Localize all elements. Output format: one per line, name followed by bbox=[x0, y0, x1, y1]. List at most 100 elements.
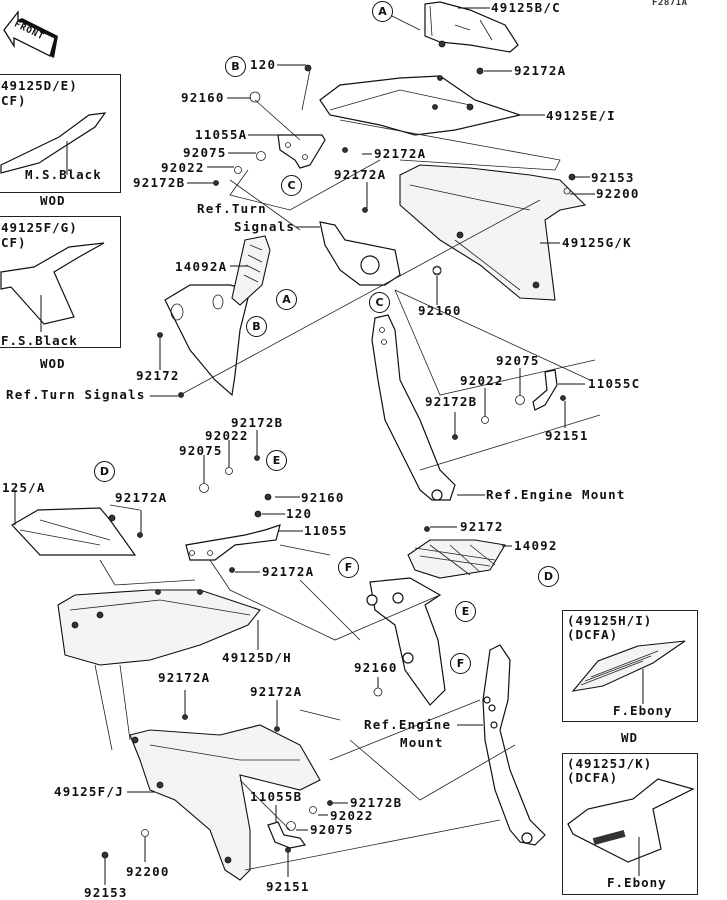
part-label-92075: 92075 bbox=[496, 353, 540, 368]
figure-code: F2871A bbox=[652, 0, 688, 8]
part-label-120: 120 bbox=[286, 506, 313, 521]
part-label-49125fj: 49125F/J bbox=[54, 784, 124, 799]
part-label-92172: 92172 bbox=[136, 368, 180, 383]
turn-signal-housing bbox=[319, 221, 401, 286]
part-label-92022: 92022 bbox=[460, 373, 504, 388]
part-label-92160: 92160 bbox=[301, 490, 345, 505]
part-label-49125ei: 49125E/I bbox=[546, 108, 616, 123]
part-label-92153: 92153 bbox=[591, 170, 635, 185]
inset-part-header: (49125H/I) bbox=[567, 613, 653, 628]
panel-illustration bbox=[571, 640, 686, 704]
ref-circle-a: A bbox=[372, 1, 393, 22]
inset-color-code: (DCFA) bbox=[567, 627, 619, 642]
part-label-11055: 11055 bbox=[304, 523, 348, 538]
inner-cover-center bbox=[366, 577, 446, 706]
ref-circle-b: B bbox=[225, 56, 246, 77]
ref-circle-a: A bbox=[276, 289, 297, 310]
part-label-92172a: 92172A bbox=[158, 670, 211, 685]
part-label-11055b: 11055B bbox=[250, 789, 303, 804]
part-label-92172b: 92172B bbox=[425, 394, 478, 409]
part-label-125a: 125/A bbox=[2, 480, 46, 495]
part-label-92172b: 92172B bbox=[133, 175, 186, 190]
color-variant-inset: (49125H/I) (DCFA) F.Ebony bbox=[562, 610, 698, 722]
inset-finish: F.Ebony bbox=[613, 703, 673, 718]
part-label-92075: 92075 bbox=[310, 822, 354, 837]
upper-cowl-part bbox=[424, 1, 519, 53]
ref-label-turn-signals: Signals bbox=[234, 219, 296, 234]
inset-finish: M.S.Black bbox=[25, 167, 102, 182]
leader-lines bbox=[14, 7, 601, 885]
panel-illustration bbox=[0, 112, 107, 175]
ref-label-engine-mount: Ref.Engine Mount bbox=[486, 487, 626, 502]
part-label-92022: 92022 bbox=[330, 808, 374, 823]
bracket-11055 bbox=[185, 524, 281, 561]
part-label-92151: 92151 bbox=[266, 879, 310, 894]
ref-circle-f: F bbox=[450, 653, 471, 674]
ref-circle-e: E bbox=[266, 450, 287, 471]
part-label-11055a: 11055A bbox=[195, 127, 248, 142]
bracket-11055a bbox=[277, 134, 326, 169]
engine-mount-arm-lower bbox=[482, 644, 546, 846]
part-label-92172b: 92172B bbox=[350, 795, 403, 810]
engine-mount-arm-upper bbox=[371, 314, 456, 501]
inset-variant: WD bbox=[621, 730, 639, 745]
part-label-92022: 92022 bbox=[161, 160, 205, 175]
bracket-11055c bbox=[532, 369, 558, 411]
inset-finish: F.S.Black bbox=[1, 333, 78, 348]
ref-circle-d: D bbox=[538, 566, 559, 587]
part-label-92172a: 92172A bbox=[514, 63, 567, 78]
inner-panel-left bbox=[164, 235, 271, 397]
ref-circle-c: C bbox=[281, 175, 302, 196]
bracket-11055b bbox=[267, 821, 307, 849]
part-label-92172a: 92172A bbox=[334, 167, 387, 182]
ref-circle-b: B bbox=[246, 316, 267, 337]
panel-illustration bbox=[567, 778, 695, 876]
part-label-92075: 92075 bbox=[179, 443, 223, 458]
part-label-120: 120 bbox=[250, 57, 277, 72]
part-label-14092a: 14092A bbox=[175, 259, 228, 274]
inset-variant: WOD bbox=[40, 356, 66, 371]
ref-circle-d: D bbox=[94, 461, 115, 482]
inset-variant: WOD bbox=[40, 193, 66, 208]
part-label-49125dh: 49125D/H bbox=[222, 650, 292, 665]
color-variant-inset: 49125F/G) CF) F.S.Black bbox=[0, 216, 121, 348]
inset-part-header: 49125F/G) bbox=[1, 220, 78, 235]
ref-label-turn-signals: Ref.Turn Signals bbox=[6, 387, 146, 402]
part-label-92200: 92200 bbox=[596, 186, 640, 201]
part-label-92172a: 92172A bbox=[262, 564, 315, 579]
part-label-49125gk: 49125G/K bbox=[562, 235, 632, 250]
ref-circle-f: F bbox=[338, 557, 359, 578]
ref-circle-c: C bbox=[369, 292, 390, 313]
ref-label-turn-signals: Ref.Turn bbox=[197, 201, 267, 216]
color-variant-inset: 49125D/E) CF) M.S.Black bbox=[0, 74, 121, 193]
inset-color-code: CF) bbox=[1, 93, 27, 108]
part-label-92200: 92200 bbox=[126, 864, 170, 879]
part-label-49125bc: 49125B/C bbox=[491, 0, 561, 15]
front-arrow-icon bbox=[3, 10, 58, 58]
part-label-92160: 92160 bbox=[354, 660, 398, 675]
part-label-92075: 92075 bbox=[183, 145, 227, 160]
ref-circle-e: E bbox=[455, 601, 476, 622]
fastener-icons bbox=[101, 64, 576, 859]
inset-color-code: CF) bbox=[1, 235, 27, 250]
inset-color-code: (DCFA) bbox=[567, 770, 619, 785]
part-label-92172a: 92172A bbox=[115, 490, 168, 505]
inset-finish: F.Ebony bbox=[607, 875, 667, 890]
ref-label-engine-mount: Mount bbox=[400, 735, 444, 750]
part-label-92160: 92160 bbox=[418, 303, 462, 318]
part-label-14092: 14092 bbox=[514, 538, 558, 553]
inset-part-header: (49125J/K) bbox=[567, 756, 653, 771]
grille-14092 bbox=[407, 539, 506, 579]
part-label-11055c: 11055C bbox=[588, 376, 641, 391]
part-label-92151: 92151 bbox=[545, 428, 589, 443]
panel-illustration bbox=[0, 242, 105, 332]
side-panel-dh bbox=[57, 589, 261, 666]
part-label-92160: 92160 bbox=[181, 90, 225, 105]
side-panel-125a bbox=[11, 507, 137, 556]
part-label-92172a: 92172A bbox=[250, 684, 303, 699]
side-panel-gk bbox=[399, 164, 587, 301]
part-label-92172b: 92172B bbox=[231, 415, 284, 430]
side-panel-ei bbox=[319, 75, 523, 136]
part-label-92172: 92172 bbox=[460, 519, 504, 534]
